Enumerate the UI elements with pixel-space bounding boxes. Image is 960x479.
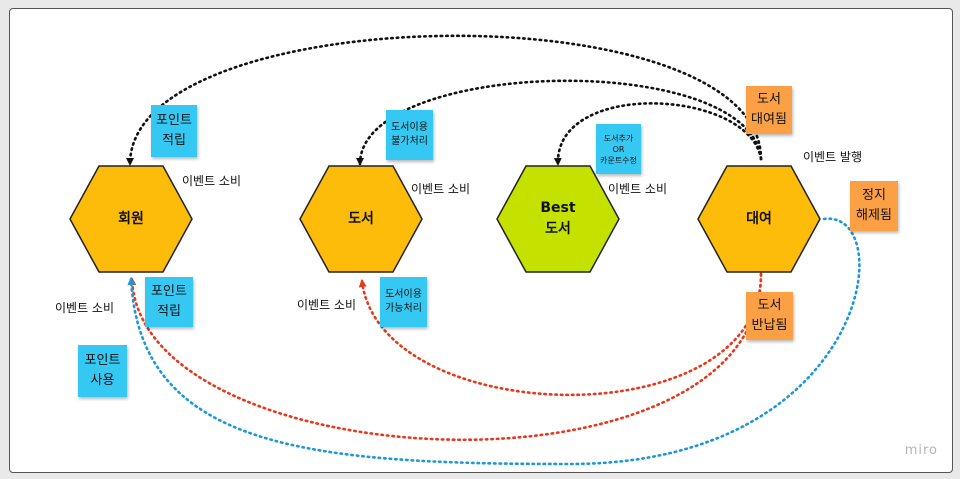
arrow-rental-to-member (126, 34, 763, 166)
event-publish-label: 이벤트 발행 (803, 150, 863, 164)
arrow-rental-to-best (553, 102, 763, 166)
hexagon-shape (69, 165, 193, 273)
sticky-book-unavailable[interactable]: 도서이용 불가처리 (386, 110, 433, 160)
hexagon-shape (697, 165, 821, 273)
hexagon-shape (496, 165, 620, 273)
event-consume-label-member: 이벤트 소비 (182, 174, 242, 188)
arrow-return-to-book (358, 272, 763, 397)
book-aggregate[interactable]: 도서 (298, 164, 424, 274)
miro-watermark: miro (904, 443, 938, 458)
miro-board: 회원 도서 Best 도서 대여 포인트 적립 도서이용 불가처리 도서추가 O… (9, 8, 953, 473)
hexagon-shape (299, 165, 423, 273)
sticky-book-available[interactable]: 도서이용 가능처리 (380, 277, 427, 327)
member-label: 회원 (118, 210, 144, 227)
arrow-suspension-to-member (127, 217, 861, 466)
sticky-point-earn-bottom[interactable]: 포인트 적립 (145, 277, 193, 327)
arrow-return-to-member (128, 272, 763, 442)
rental-aggregate[interactable]: 대여 (696, 164, 822, 274)
connector-layer (126, 34, 861, 466)
sticky-book-returned[interactable]: 도서 반납됨 (746, 292, 793, 340)
best-book-label: Best 도서 (540, 200, 576, 237)
sticky-point-earn-top[interactable]: 포인트 적립 (151, 105, 197, 157)
rental-label: 대여 (746, 210, 772, 227)
book-label: 도서 (348, 210, 374, 227)
sticky-book-rented[interactable]: 도서 대여됨 (746, 86, 792, 134)
event-consume-label-book: 이벤트 소비 (411, 182, 471, 196)
best-book-aggregate[interactable]: Best 도서 (495, 164, 621, 274)
sticky-point-use[interactable]: 포인트 사용 (78, 345, 127, 397)
event-consume-label-book-bottom: 이벤트 소비 (297, 298, 357, 312)
sticky-book-add[interactable]: 도서추가 OR 카운트수정 (596, 124, 641, 174)
event-consume-label-member-bottom: 이벤트 소비 (55, 301, 115, 315)
sticky-suspension-lifted[interactable]: 정지 해제됨 (850, 181, 898, 231)
event-consume-label-best: 이벤트 소비 (608, 182, 668, 196)
member-aggregate[interactable]: 회원 (68, 164, 194, 274)
arrow-rental-to-book (356, 79, 763, 166)
